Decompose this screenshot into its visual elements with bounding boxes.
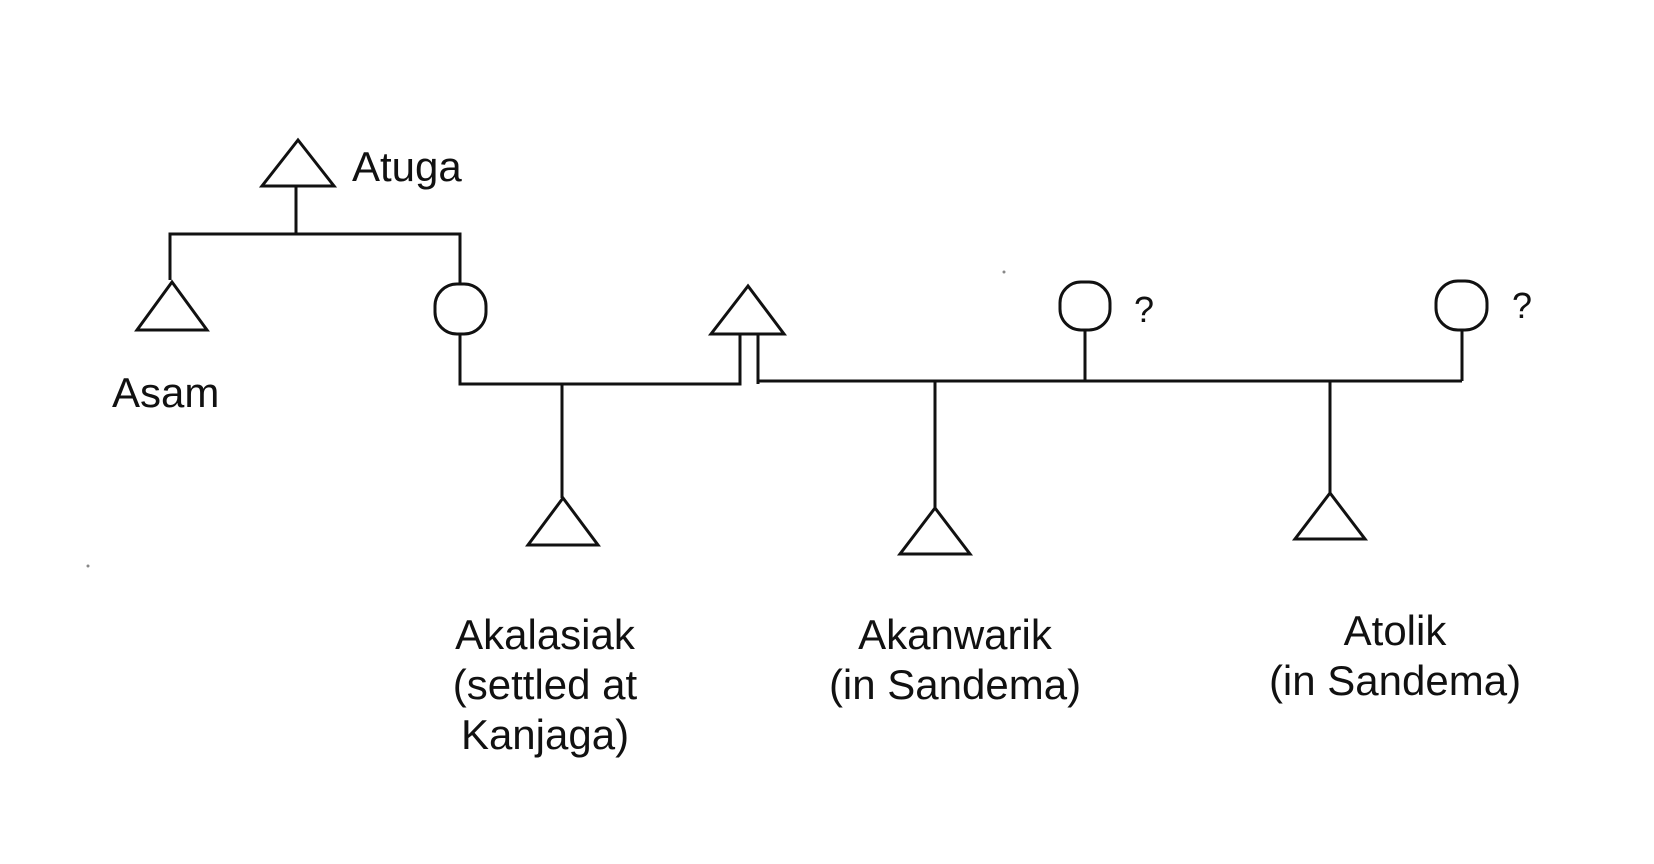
akanwarik-label-block: Akanwarik (in Sandema)	[800, 610, 1110, 710]
scan-speck	[1002, 270, 1006, 274]
wife3-female-circle-icon	[1434, 279, 1489, 332]
atolik-name: Atolik	[1343, 607, 1447, 654]
akalasiak-note-line1: (settled at	[452, 661, 638, 708]
wife2-question-mark: ?	[1134, 289, 1155, 330]
akalasiak-note-line2: Kanjaga)	[460, 711, 630, 758]
akanwarik-note: (in Sandema)	[828, 661, 1082, 708]
atolik-label-block: Atolik (in Sandema)	[1240, 606, 1550, 706]
asam-male-triangle-icon	[134, 279, 210, 332]
atolik-note: (in Sandema)	[1268, 657, 1522, 704]
daughter-female-circle-icon	[433, 282, 488, 336]
atolik-male-triangle-icon	[1291, 490, 1369, 541]
scan-speck	[86, 564, 90, 568]
atuga-label: Atuga	[352, 143, 462, 190]
wife2-female-circle-icon	[1058, 280, 1112, 332]
marriage-line-wife1	[458, 334, 742, 386]
atuga-male-triangle-icon	[258, 137, 338, 188]
akanwarik-name: Akanwarik	[858, 611, 1052, 658]
husband-male-triangle-icon	[707, 283, 787, 336]
akanwarik-male-triangle-icon	[896, 505, 974, 556]
akalasiak-label-block: Akalasiak (settled at Kanjaga)	[410, 610, 680, 760]
wife3-question-mark: ?	[1512, 285, 1533, 326]
akalasiak-male-triangle-icon	[525, 495, 601, 547]
atuga-sibling-bar	[168, 232, 462, 284]
akalasiak-name: Akalasiak	[455, 611, 635, 658]
asam-label: Asam	[112, 369, 220, 416]
